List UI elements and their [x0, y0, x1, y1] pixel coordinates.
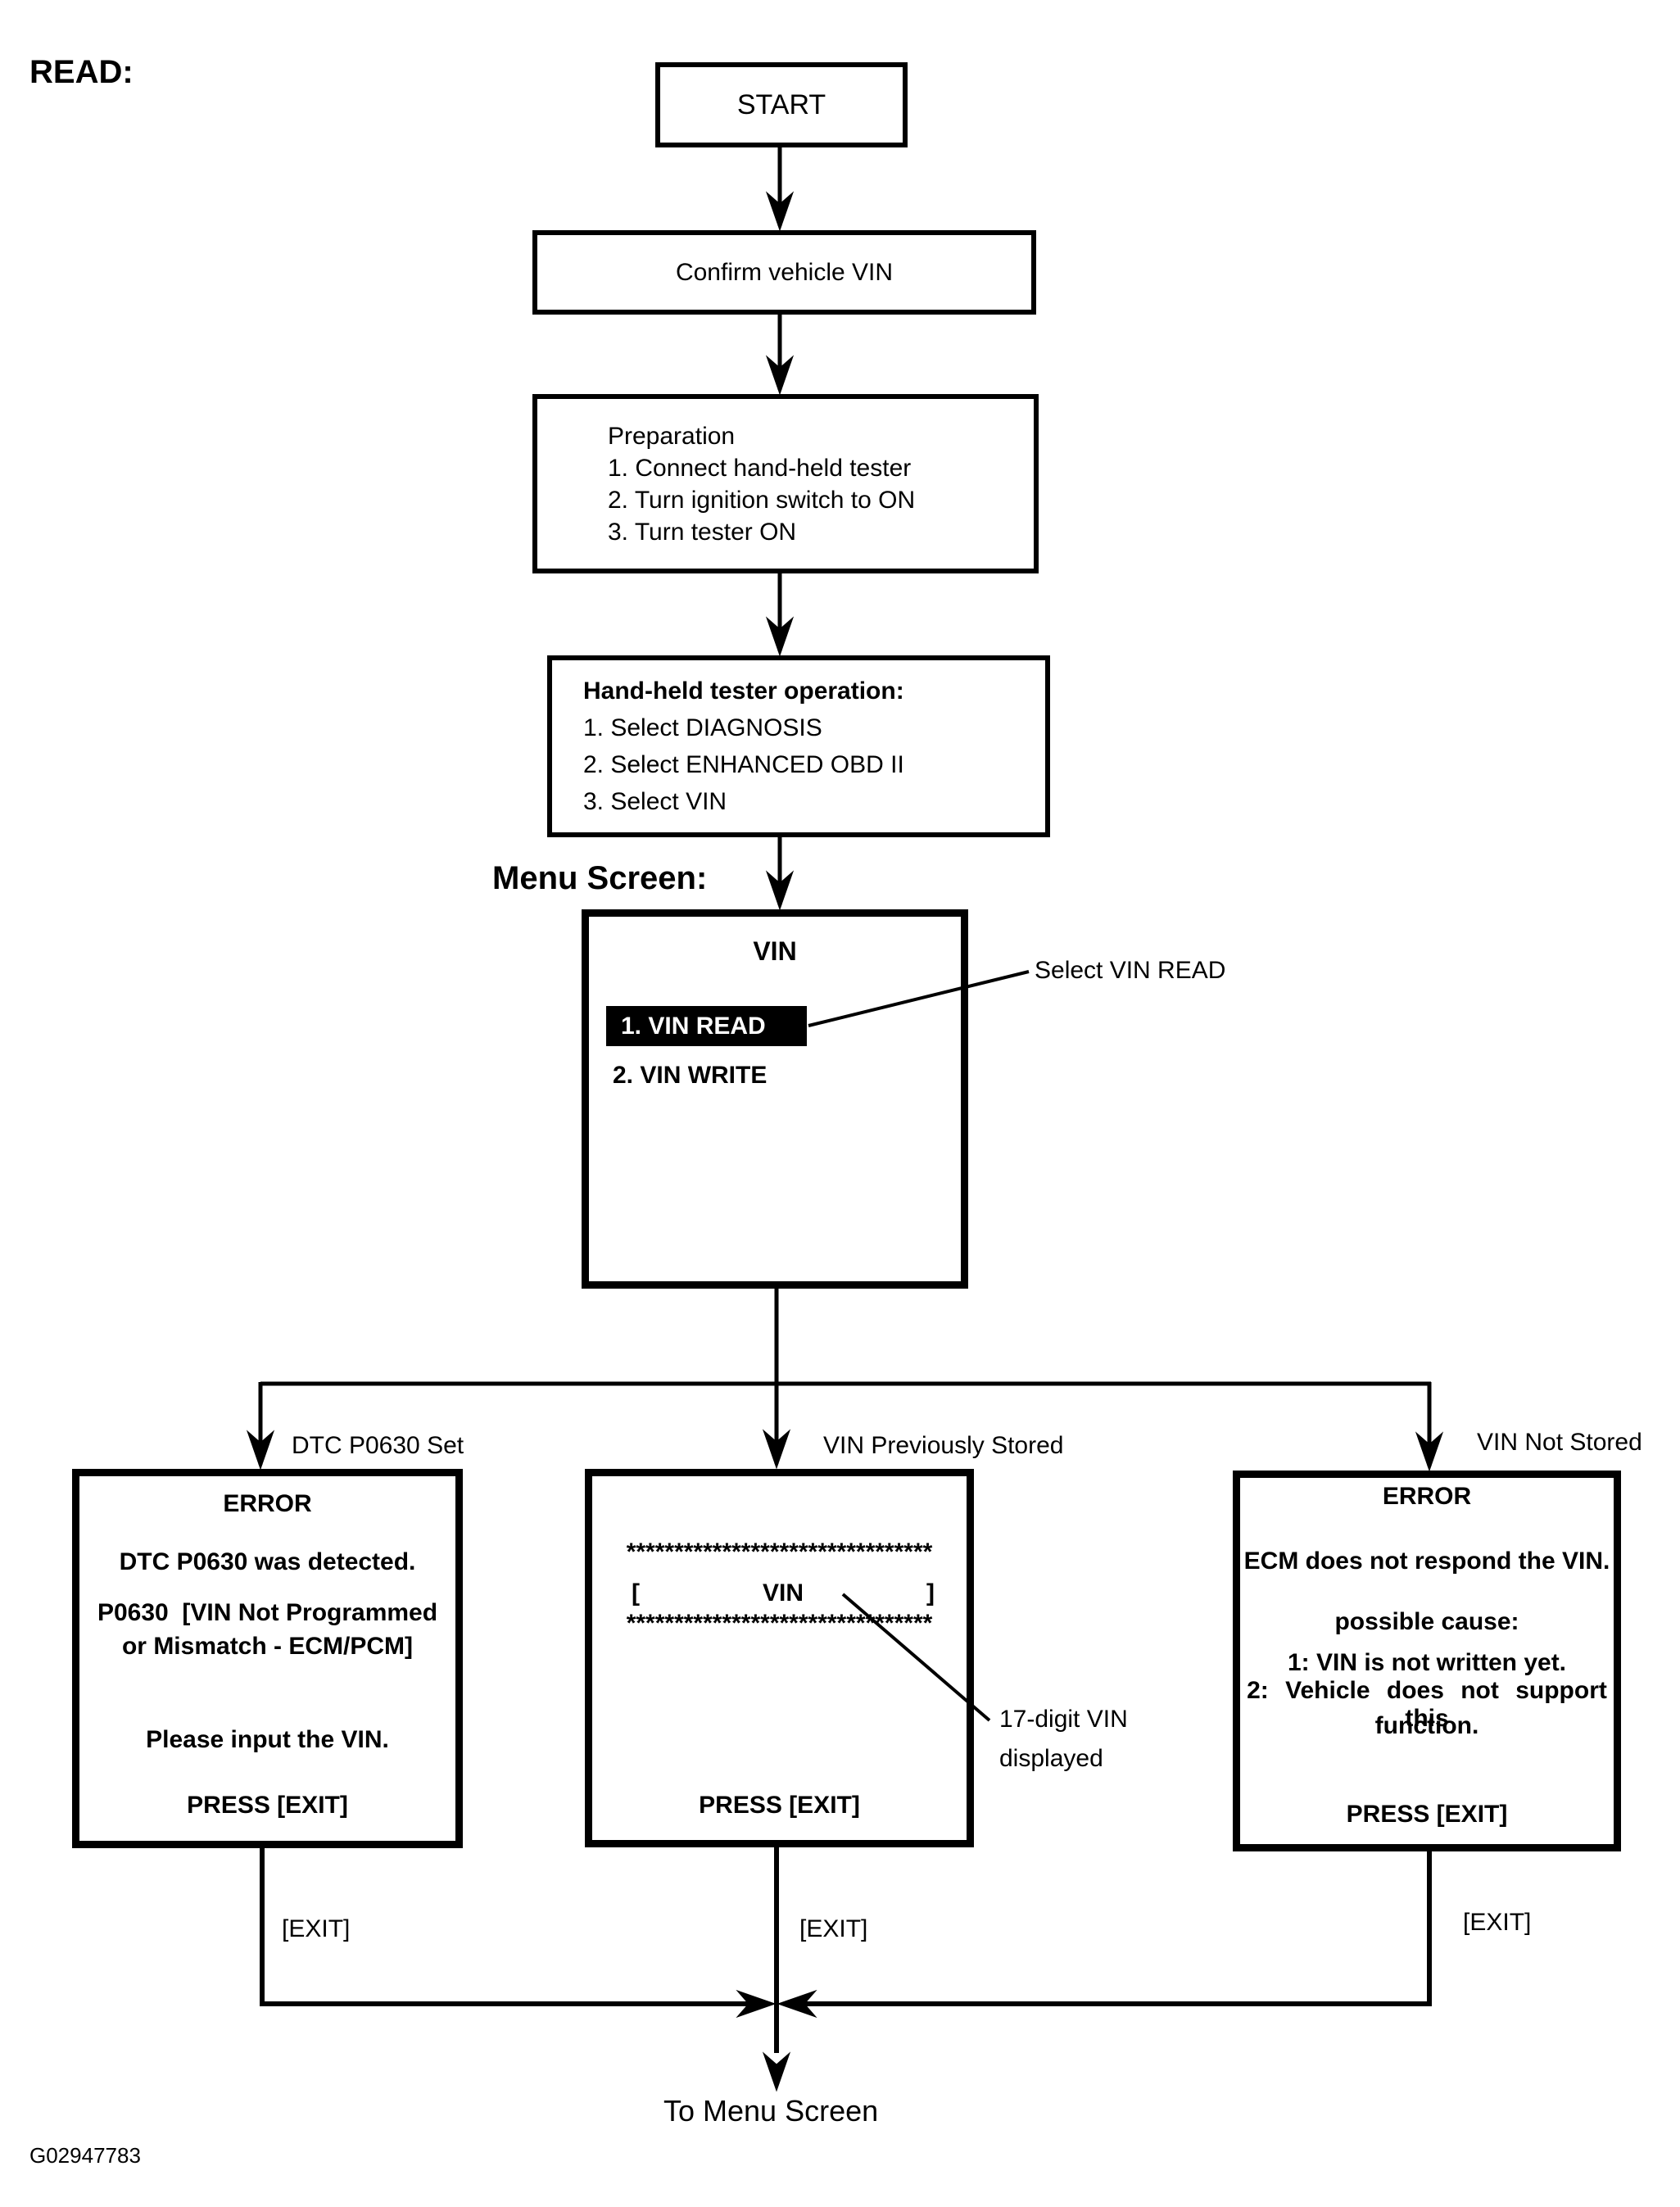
- menu-screen-caption: Menu Screen:: [492, 860, 708, 896]
- arrowhead-left-icon: [777, 1989, 817, 2019]
- branch-label-vin-not-stored: VIN Not Stored: [1477, 1429, 1642, 1456]
- error-line: 1: VIN is not written yet.: [1287, 1649, 1567, 1676]
- arrowhead-down-icon: [765, 870, 795, 911]
- callout-line-select-vin-read: [808, 970, 1030, 1027]
- error-line: Please input the VIN.: [146, 1726, 389, 1753]
- error-title: ERROR: [223, 1490, 312, 1517]
- select-vin-read-callout: Select VIN READ: [1035, 957, 1226, 984]
- arrowhead-down-icon: [765, 616, 795, 657]
- preparation-step: 3. Turn tester ON: [608, 518, 797, 546]
- press-exit-label: PRESS [EXIT]: [699, 1792, 860, 1819]
- arrowhead-right-icon: [736, 1989, 777, 2019]
- tester-operation-node: Hand-held tester operation: 1. Select DI…: [547, 655, 1050, 837]
- menu-screen-box: VIN 1. VIN READ 2. VIN WRITE: [582, 909, 968, 1289]
- callout-line-17-digit-vin: [841, 1593, 991, 1722]
- vin-bracket-row: [ VIN ]: [632, 1579, 935, 1607]
- arrowhead-down-icon: [246, 1430, 275, 1471]
- exit-label-middle: [EXIT]: [799, 1915, 868, 1942]
- confirm-vin-node: Confirm vehicle VIN: [532, 230, 1036, 315]
- branch-label-vin-stored: VIN Previously Stored: [823, 1432, 1064, 1459]
- tester-operation-step: 3. Select VIN: [583, 788, 727, 815]
- preparation-step: 1. Connect hand-held tester: [608, 454, 912, 482]
- arrowhead-down-icon: [1415, 1431, 1444, 1472]
- start-node-label: START: [736, 88, 826, 120]
- arrowhead-down-icon: [762, 2051, 791, 2092]
- arrowhead-down-icon: [765, 191, 795, 232]
- arrowhead-down-icon: [762, 1429, 791, 1470]
- start-node: START: [655, 62, 908, 147]
- menu-item-vin-read: 1. VIN READ: [606, 1006, 807, 1046]
- dtc-error-screen: ERROR DTC P0630 was detected. P0630 [VIN…: [72, 1469, 463, 1848]
- error-line: function.: [1374, 1712, 1479, 1739]
- error-line: P0630 [VIN Not Programmed: [97, 1599, 438, 1626]
- seventeen-digit-callout-line1: 17-digit VIN: [999, 1706, 1128, 1733]
- press-exit-label: PRESS [EXIT]: [1346, 1801, 1508, 1828]
- error-line: 2: Vehicle does not support this: [1247, 1677, 1624, 1732]
- branch-label-dtc-set: DTC P0630 Set: [292, 1432, 464, 1459]
- to-menu-screen-label: To Menu Screen: [663, 2094, 879, 2128]
- menu-item-vin-write: 2. VIN WRITE: [613, 1062, 768, 1089]
- star-row: ********************************: [626, 1539, 933, 1566]
- page-title: READ:: [29, 54, 134, 90]
- preparation-node: Preparation 1. Connect hand-held tester …: [532, 394, 1039, 573]
- exit-label-left: [EXIT]: [282, 1915, 351, 1942]
- figure-code: G02947783: [29, 2143, 141, 2168]
- error-line: or Mismatch - ECM/PCM]: [121, 1633, 414, 1660]
- preparation-step: 2. Turn ignition switch to ON: [608, 486, 916, 514]
- no-vin-error-screen: ERROR ECM does not respond the VIN. poss…: [1233, 1471, 1621, 1851]
- arrowhead-down-icon: [765, 355, 795, 396]
- vin-display-screen: ******************************** [ VIN ]…: [585, 1469, 974, 1847]
- star-row: ********************************: [626, 1610, 933, 1637]
- tester-operation-title: Hand-held tester operation:: [583, 678, 904, 705]
- preparation-title: Preparation: [608, 422, 736, 450]
- press-exit-label: PRESS [EXIT]: [187, 1792, 348, 1819]
- tester-operation-step: 1. Select DIAGNOSIS: [583, 714, 822, 741]
- seventeen-digit-callout-line2: displayed: [999, 1745, 1103, 1772]
- vin-label: VIN: [762, 1579, 804, 1607]
- menu-title: VIN: [753, 936, 797, 966]
- tester-operation-step: 2. Select ENHANCED OBD II: [583, 751, 904, 778]
- error-line: DTC P0630 was detected.: [119, 1548, 416, 1575]
- bracket-close: ]: [926, 1579, 935, 1607]
- error-line: possible cause:: [1334, 1608, 1519, 1635]
- exit-label-right: [EXIT]: [1463, 1909, 1532, 1936]
- error-title: ERROR: [1382, 1483, 1472, 1510]
- confirm-vin-label: Confirm vehicle VIN: [675, 258, 894, 286]
- error-line: ECM does not respond the VIN.: [1243, 1548, 1610, 1575]
- bracket-open: [: [632, 1579, 640, 1607]
